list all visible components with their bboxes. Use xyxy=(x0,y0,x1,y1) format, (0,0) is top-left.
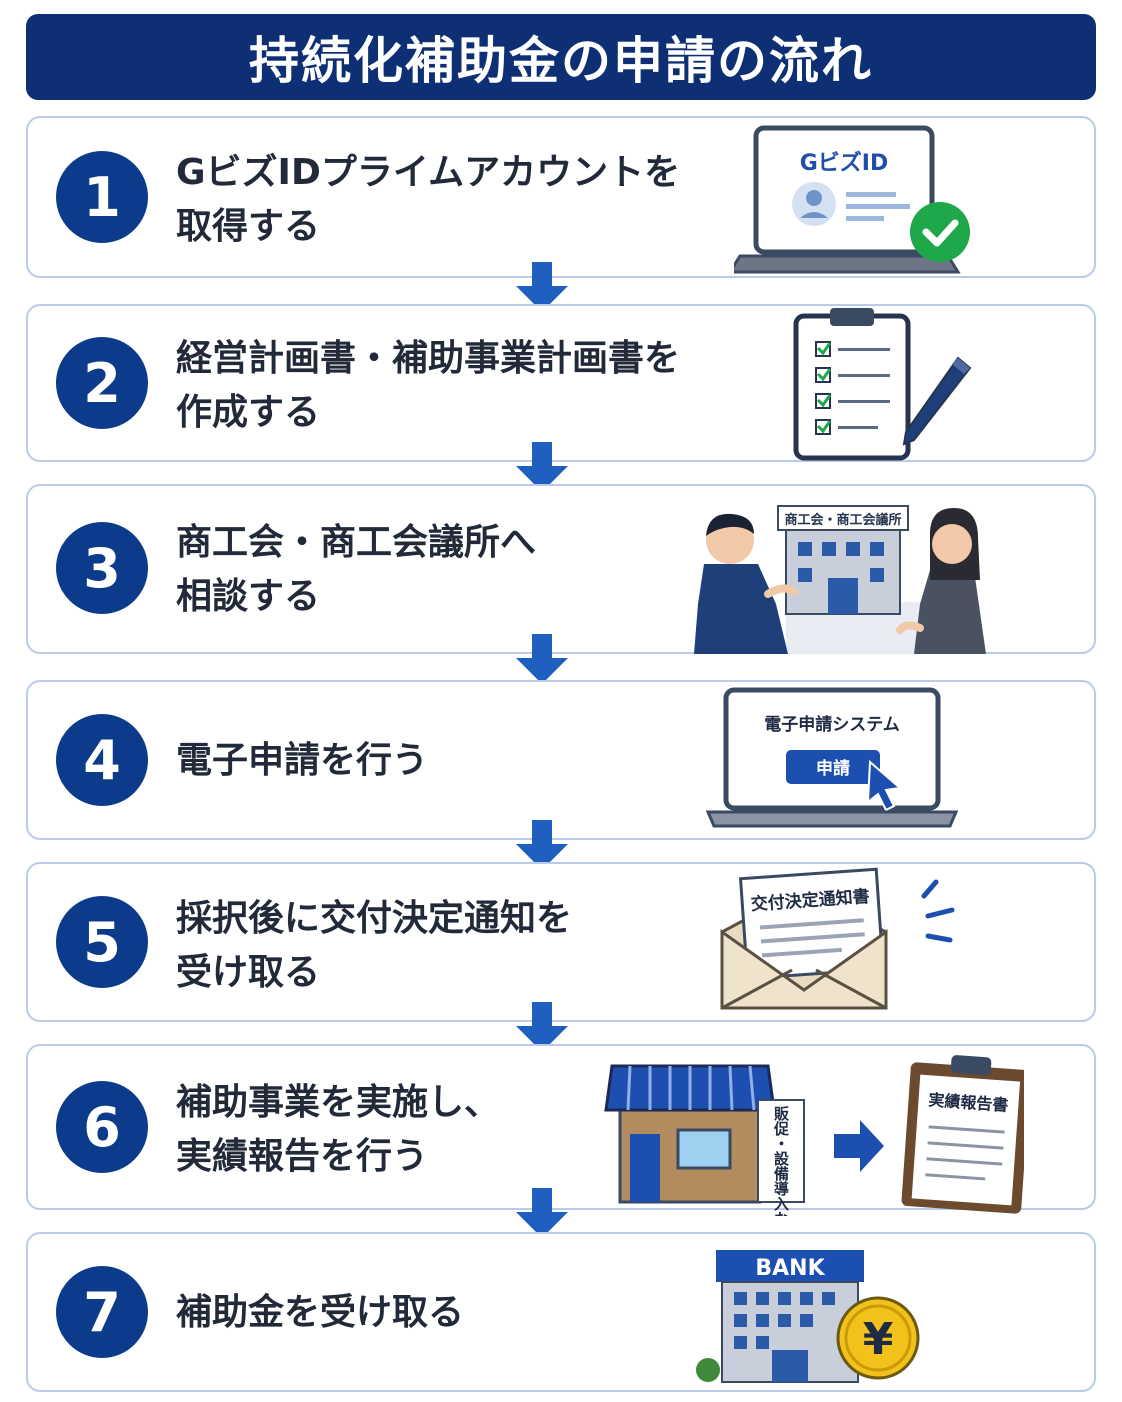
step-6: 6 補助事業を実施し、実績報告を行う 販促・設備導入など 実績報告書 xyxy=(26,1044,1096,1216)
sign-board-icon: 販促・設備導入など xyxy=(757,1099,805,1216)
cursor-icon xyxy=(866,759,903,812)
step-number-badge: 3 xyxy=(56,522,148,614)
step-3: 3 商工会・商工会議所へ相談する 商工会・商工会議所 xyxy=(26,484,1096,654)
store-icon xyxy=(604,1064,776,1204)
envelope-notice-illustration: 交付決定通知書 xyxy=(714,866,974,1022)
title-bar: 持続化補助金の申請の流れ xyxy=(26,14,1096,100)
gbiz-id-label: GビズID xyxy=(800,150,889,176)
page-title: 持続化補助金の申請の流れ xyxy=(249,32,873,90)
laptop-id-illustration: GビズID xyxy=(734,122,974,278)
step-label: 補助金を受け取る xyxy=(176,1292,465,1333)
apply-button-label: 申請 xyxy=(816,758,850,779)
bank-building-icon: BANK xyxy=(716,1250,864,1383)
step-number-badge: 1 xyxy=(56,151,148,243)
bank-sign-label: BANK xyxy=(755,1256,825,1281)
step-4: 4 電子申請を行う 電子申請システム 申請 xyxy=(26,680,1096,840)
yen-coin-icon: ¥ xyxy=(836,1296,920,1380)
clipboard-checklist-illustration xyxy=(788,306,988,462)
businesswoman-icon xyxy=(896,508,986,654)
step-label: 電子申請を行う xyxy=(176,740,429,781)
checklist-icon xyxy=(815,341,890,435)
step-number-badge: 6 xyxy=(56,1081,148,1173)
arrow-down-icon xyxy=(516,442,568,492)
step-label: 採択後に交付決定通知を受け取る xyxy=(176,898,573,993)
step-5: 5 採択後に交付決定通知を受け取る 交付決定通知書 xyxy=(26,862,1096,1022)
yen-symbol: ¥ xyxy=(863,1314,894,1365)
step-2: 2 経営計画書・補助事業計画書を作成する xyxy=(26,304,1096,462)
arrow-right-icon xyxy=(834,1120,884,1172)
office-building-icon: 商工会・商工会議所 xyxy=(777,505,909,615)
step-number-badge: 2 xyxy=(56,337,148,429)
step-7: 7 補助金を受け取る BANK xyxy=(26,1232,1096,1392)
sign-board-label: 販促・設備導入など xyxy=(772,1105,790,1216)
businessman-icon xyxy=(694,513,798,654)
notification-lines-icon xyxy=(921,879,955,943)
step-label: 商工会・商工会議所へ相談する xyxy=(176,522,537,617)
arrow-down-icon xyxy=(516,262,568,312)
arrow-down-icon xyxy=(516,820,568,870)
arrow-down-icon xyxy=(516,1002,568,1052)
step-number-badge: 7 xyxy=(56,1266,148,1358)
step-number-badge: 4 xyxy=(56,714,148,806)
step-label: 経営計画書・補助事業計画書を作成する xyxy=(176,338,681,433)
step-label: 補助事業を実施し、実績報告を行う xyxy=(176,1082,501,1177)
step-number-badge: 5 xyxy=(56,896,148,988)
step-1: 1 GビズIDプライムアカウントを取得する GビズID xyxy=(26,116,1096,278)
system-title-label: 電子申請システム xyxy=(764,714,900,735)
report-clipboard-icon: 実績報告書 xyxy=(901,1055,1024,1214)
laptop-application-illustration: 電子申請システム 申請 xyxy=(704,684,964,830)
store-report-illustration: 販促・設備導入など 実績報告書 xyxy=(604,1052,1024,1216)
shrub-icon xyxy=(696,1358,720,1382)
pen-icon xyxy=(902,356,972,446)
chamber-sign-label: 商工会・商工会議所 xyxy=(784,512,901,528)
arrow-down-icon xyxy=(516,1188,568,1238)
arrow-down-icon xyxy=(516,634,568,684)
check-icon xyxy=(910,202,970,262)
step-label: GビズIDプライムアカウントを取得する xyxy=(176,152,681,247)
consultation-illustration: 商工会・商工会議所 xyxy=(668,494,998,654)
bank-illustration: BANK ¥ xyxy=(668,1246,928,1386)
